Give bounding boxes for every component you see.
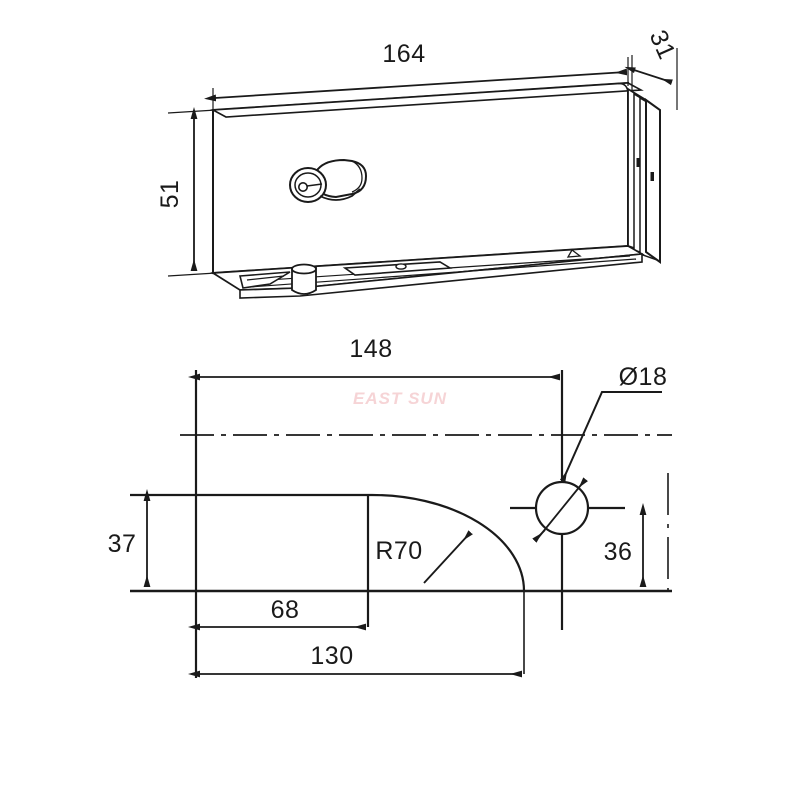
dim-164-label: 164 (382, 40, 425, 68)
plate-screw-mark-2 (650, 172, 654, 181)
watermark-label: EAST SUN (353, 389, 447, 408)
pivot-hole-slash (537, 477, 588, 539)
rail-left-wedge (238, 271, 291, 289)
dim-51-ext-bottom (167, 272, 217, 277)
dim-51-group: 51 (156, 107, 217, 277)
dim-r70-leader (423, 530, 473, 584)
rail-plate-screw-hole (395, 263, 407, 270)
pivot-pin-body (291, 267, 317, 295)
keyhole-slot (306, 183, 323, 187)
rail-left-wedge-line (246, 275, 285, 281)
dim-148-group: 148 (188, 335, 560, 381)
dim-d18-label: Ø18 (619, 363, 668, 391)
dim-36-group: 36 (604, 503, 647, 587)
key-lock-group (289, 158, 368, 203)
fitting-body (210, 81, 644, 275)
dim-130-label: 130 (310, 642, 353, 670)
dim-37-group: 37 (108, 489, 151, 587)
dim-d18-group: Ø18 (559, 363, 668, 483)
rail-right-notch (566, 249, 582, 258)
pivot-hole-group (532, 477, 590, 543)
dim-68-group: 68 (188, 596, 366, 631)
pivot-hole-arrow-tail (532, 529, 546, 543)
dim-130-group: 130 (188, 642, 522, 678)
radius-arc-R70 (367, 493, 526, 592)
dim-51-ext-top (167, 109, 217, 114)
dim-164-group: 164 (204, 40, 629, 113)
dim-51-label: 51 (156, 180, 184, 209)
lock-lower-shadow (319, 188, 361, 201)
isometric-view-group: 164 31 51 (156, 26, 681, 299)
keyhole-circle (297, 182, 308, 193)
stacked-plates-group (627, 87, 661, 264)
plate-screw-mark-1 (636, 158, 640, 167)
dim-d18-leader (559, 391, 662, 483)
dim-148-label: 148 (349, 335, 392, 363)
dim-36-label: 36 (604, 538, 633, 566)
dim-37-label: 37 (108, 530, 137, 558)
dim-31-label: 31 (644, 26, 681, 64)
pivot-pin-top (291, 263, 317, 275)
dim-r70-label: R70 (375, 537, 422, 565)
dim-r70-group: R70 (375, 530, 473, 584)
bottom-rail-group (210, 245, 645, 299)
dim-31-line (624, 66, 673, 86)
dim-68-label: 68 (271, 596, 300, 624)
dim-164-line (204, 68, 628, 102)
lock-housing-highlight (351, 160, 363, 193)
plan-view-group: EAST SUN Ø18 (108, 335, 672, 678)
